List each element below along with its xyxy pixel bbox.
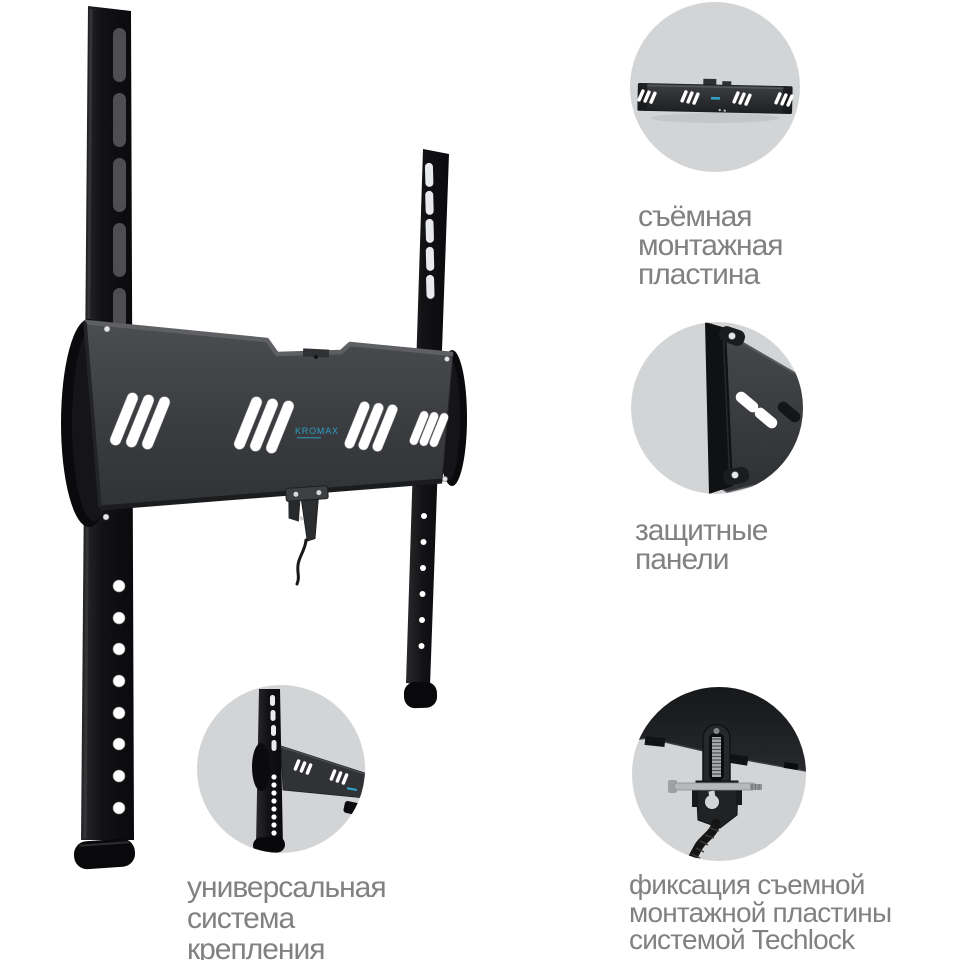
brand-logo-text: KROMAX [295,426,339,436]
right-rail-slots [424,162,435,299]
techlock-detail-image [632,687,806,861]
mini-brand-mark [710,96,721,100]
brand-logo: KROMAX [295,426,339,439]
removable-plate-label: съёмная монтажная пластина [638,200,784,291]
callout-techlock [632,687,806,861]
mini-brand-mark [346,787,358,792]
protective-panels-label: защитные панели [635,514,768,576]
protective-panels-detail-image [631,322,803,494]
plate-vent-slots [109,392,449,454]
callout-removable-plate [630,2,800,172]
techlock-mechanism [668,723,762,829]
panel-screw-tabs [718,326,750,486]
left-rail-slots [113,28,126,338]
callout-universal-mount [197,685,365,853]
plate-screws [102,325,450,521]
techlock-label: фиксация съемной монтажной пластины сист… [629,869,892,955]
left-rail-foot [73,838,136,870]
universal-mount-label: универсальная система крепления [187,871,387,960]
techlock-latch [285,485,329,542]
universal-mount-detail-image [197,685,365,853]
right-rail-foot [403,681,438,709]
removable-plate-detail-image [630,2,800,172]
callout-protective-panels [631,322,803,494]
panel-slots [735,391,801,429]
latch-cord [295,538,308,586]
left-rail-holes [112,579,126,815]
right-rail-holes [418,513,427,649]
